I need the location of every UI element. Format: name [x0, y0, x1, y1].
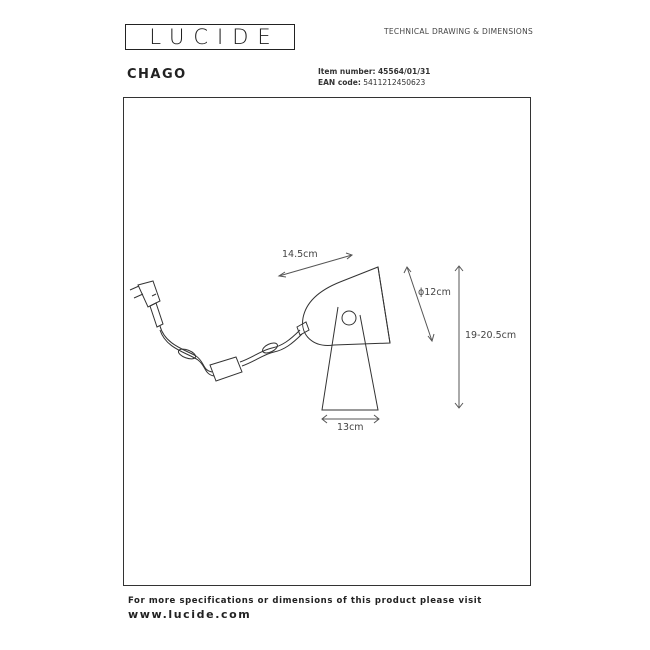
product-name: CHAGO — [127, 67, 187, 82]
item-number-row: Item number: 45564/01/31 — [318, 66, 430, 77]
base-width-dimension — [321, 414, 380, 424]
height-dimension — [454, 265, 464, 409]
item-number-label: Item number: — [318, 67, 376, 76]
ean-row: EAN code: 5411212450623 — [318, 77, 430, 88]
length-label: 14.5cm — [282, 249, 318, 260]
length-dimension — [277, 252, 354, 278]
footer-url[interactable]: www.lucide.com — [128, 608, 252, 621]
drawing-frame — [123, 97, 531, 586]
document-type: TECHNICAL DRAWING & DIMENSIONS — [384, 27, 534, 36]
footer-note: For more specifications or dimensions of… — [128, 596, 482, 606]
item-number-value: 45564/01/31 — [377, 67, 431, 76]
ean-value: 5411212450623 — [363, 78, 426, 87]
height-label: 19-20.5cm — [465, 330, 517, 341]
lamp-head-icon — [302, 266, 391, 346]
base-width-label: 13cm — [337, 422, 364, 433]
product-meta: Item number: 45564/01/31 EAN code: 54112… — [318, 66, 430, 88]
lamp-base-icon — [321, 306, 379, 411]
plug-icon — [129, 280, 164, 328]
cable-icon — [159, 321, 310, 382]
brand-logo-text: LUCIDE — [149, 25, 280, 49]
brand-logo: LUCIDE — [125, 24, 295, 50]
diameter-label: ϕ12cm — [418, 287, 451, 298]
ean-label: EAN code: — [318, 78, 361, 87]
diameter-dimension — [403, 266, 435, 343]
